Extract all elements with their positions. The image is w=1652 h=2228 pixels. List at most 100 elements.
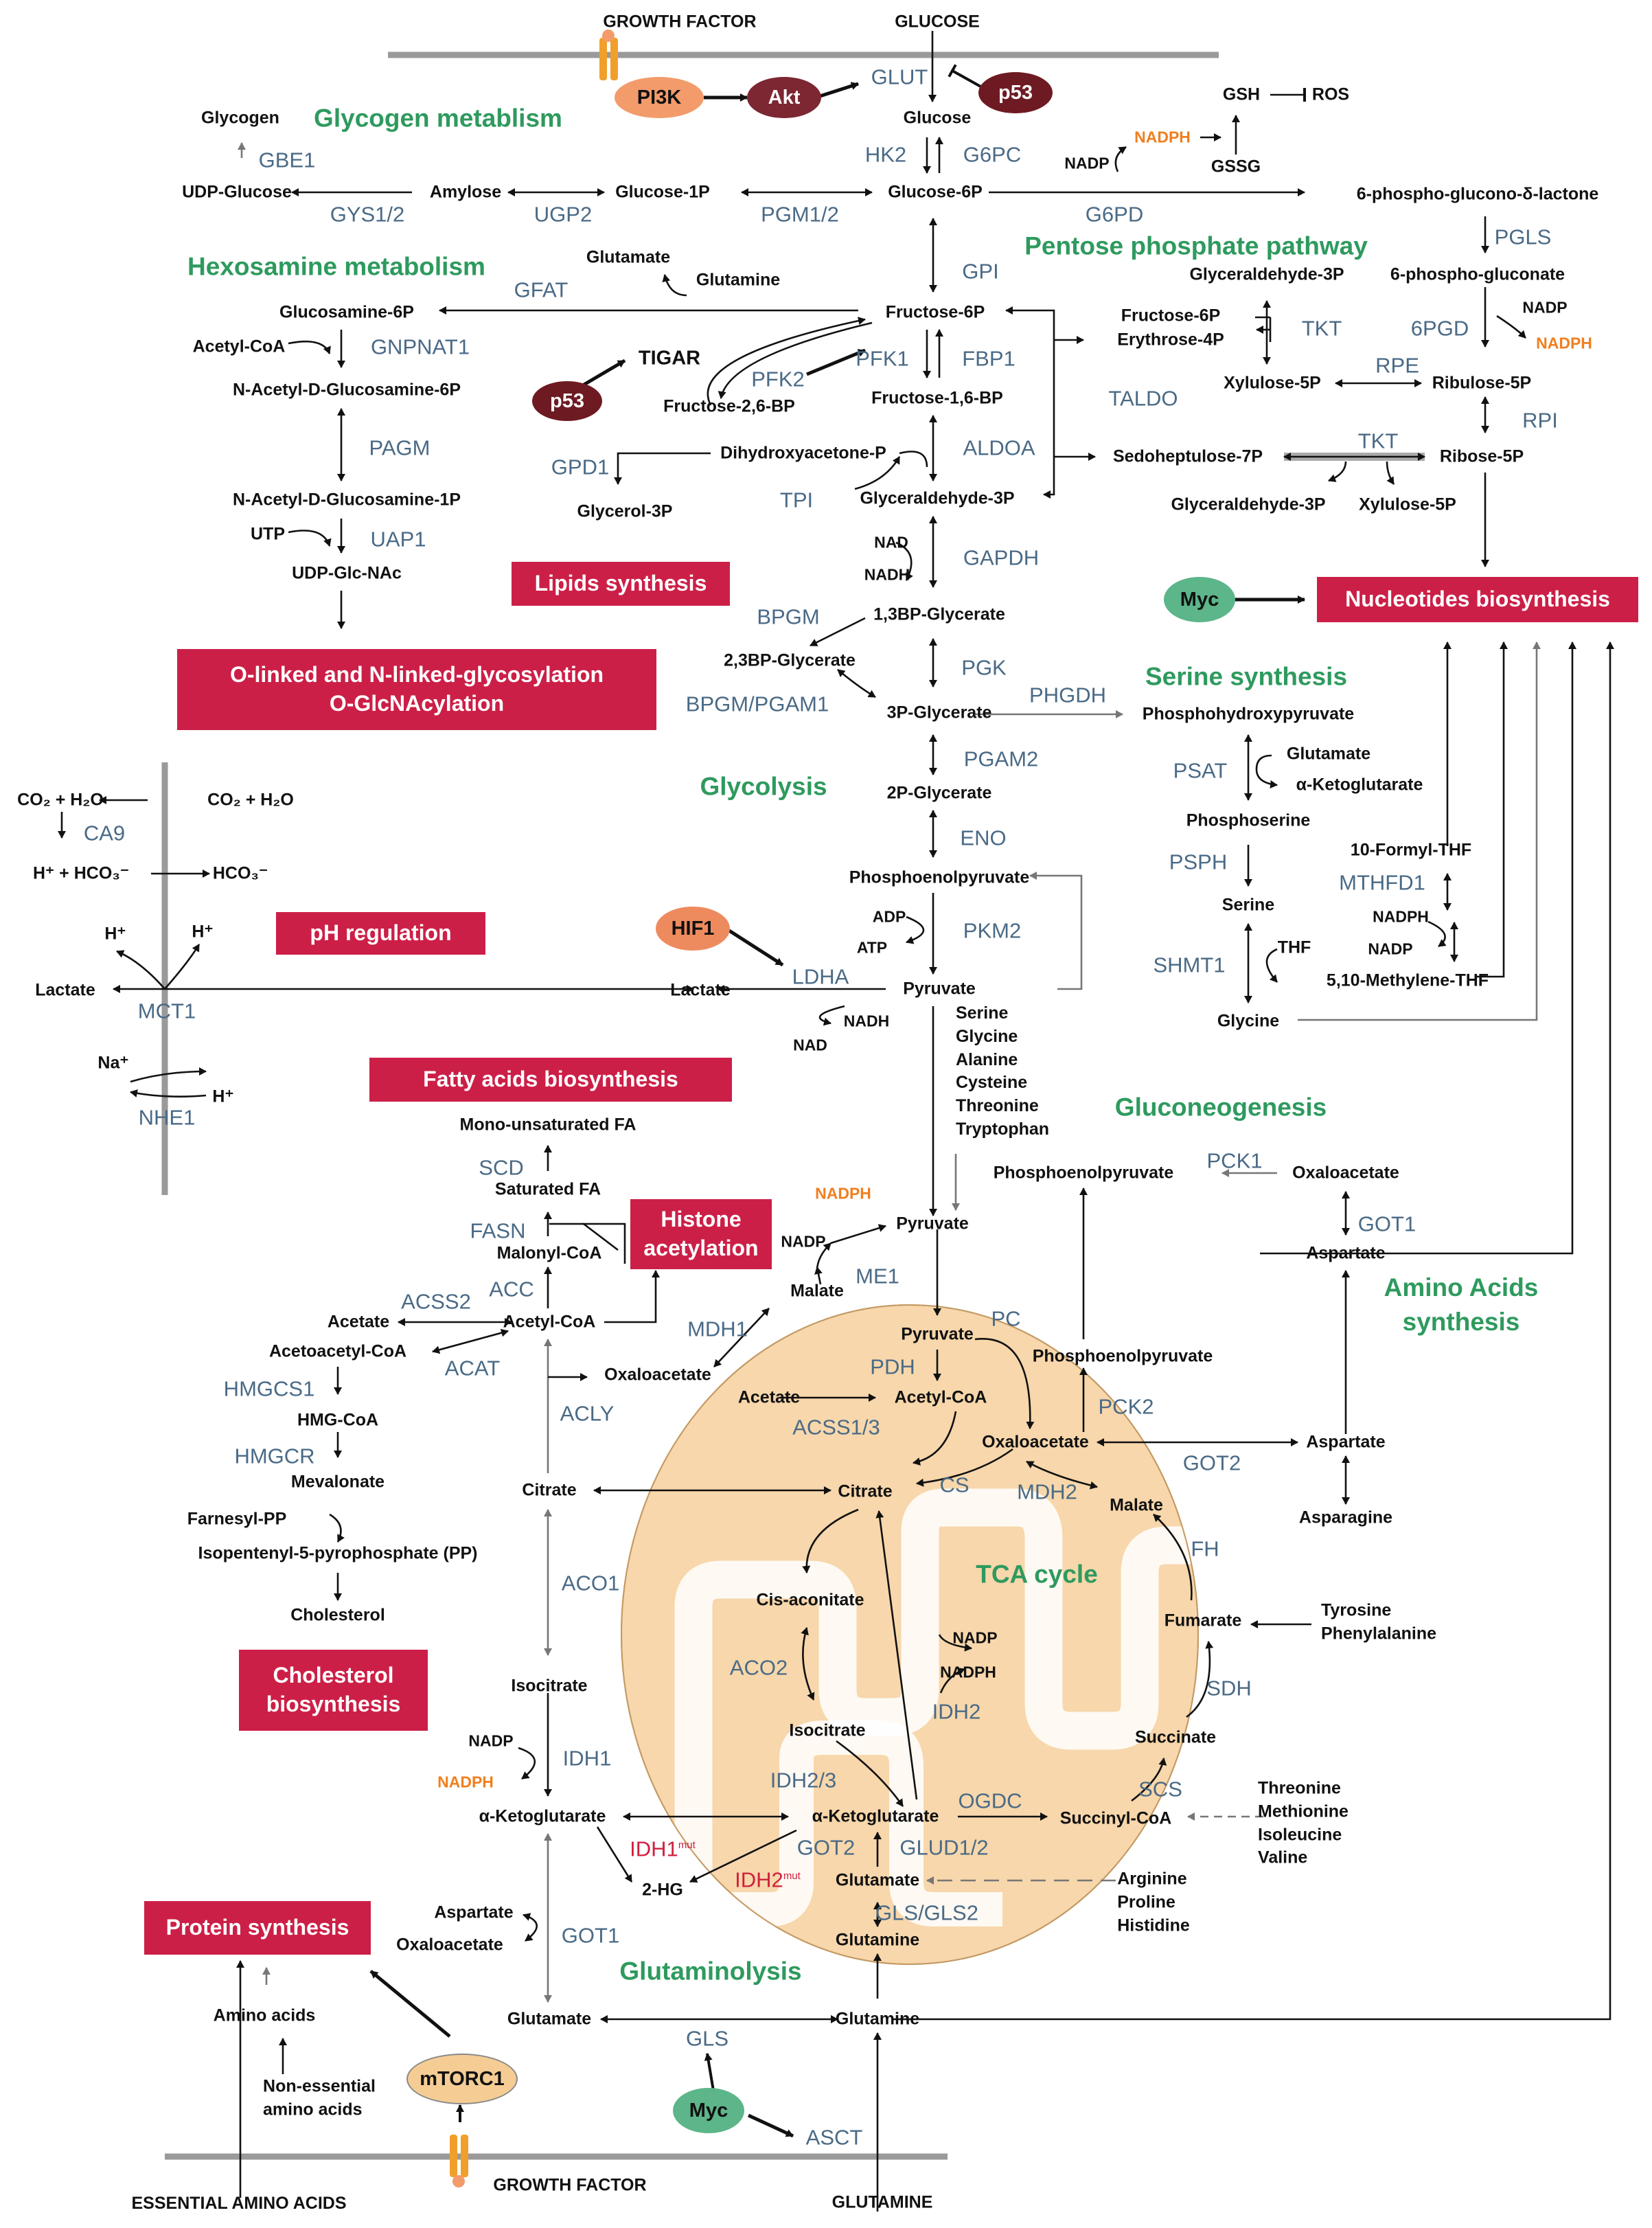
- enzyme-acss2: ACSS2: [401, 1289, 471, 1314]
- enzyme-idh2-mutant: IDH2mut: [735, 1867, 801, 1892]
- glutamine-extracellular-label: GLUTAMINE: [831, 2192, 933, 2212]
- metabolite-hmg-coa: HMG-CoA: [297, 1410, 379, 1430]
- enzyme-pkm2: PKM2: [963, 918, 1022, 943]
- enzyme-gpd1: GPD1: [551, 455, 610, 479]
- p53-top-node: p53: [978, 72, 1053, 113]
- metabolite-cholesterol: Cholesterol: [290, 1605, 385, 1625]
- metabolite-pyruvate: Pyruvate: [903, 979, 976, 999]
- enzyme-asct: ASCT: [805, 2125, 863, 2150]
- metabolite-acetyl-coa-cyto: Acetyl-CoA: [503, 1312, 596, 1332]
- enzyme-acss13: ACSS1/3: [792, 1415, 880, 1440]
- metabolite-fructose-26bp: Fructose-2,6-BP: [663, 396, 795, 416]
- mitochondrion-cristae-lower: [700, 1720, 1002, 1926]
- metabolite-saturated-fa: Saturated FA: [494, 1179, 601, 1199]
- enzyme-tpi: TPI: [779, 488, 814, 512]
- enzyme-nhe1: NHE1: [138, 1105, 196, 1130]
- receptor-bottom: [450, 2135, 468, 2187]
- metabolite-isopentenyl-pp: Isopentenyl-5-pyrophosphate (PP): [198, 1543, 478, 1563]
- metabolite-pep: Phosphoenolpyruvate: [849, 867, 1030, 887]
- enzyme-mdh2: MDH2: [1017, 1479, 1077, 1504]
- cofactor-nadp-idh2: NADP: [952, 1628, 998, 1647]
- enzyme-got2-bottom: GOT2: [796, 1835, 856, 1860]
- box-protein-synthesis: Protein synthesis: [144, 1901, 371, 1955]
- metabolite-fructose-6p: Fructose-6P: [885, 302, 985, 322]
- cofactor-nadp-g6pd: NADP: [1064, 154, 1110, 172]
- metabolite-glycogen: Glycogen: [201, 108, 279, 128]
- metabolite-sedoheptulose-7p: Sedoheptulose-7P: [1112, 446, 1263, 466]
- enzyme-acat: ACAT: [444, 1356, 501, 1380]
- cofactor-nad-ldha: NAD: [793, 1036, 827, 1054]
- enzyme-6pgd: 6PGD: [1410, 316, 1469, 341]
- metabolite-thf: THF: [1277, 937, 1311, 957]
- metabolite-amino-acids: Amino acids: [213, 2005, 316, 2025]
- enzyme-mct1: MCT1: [137, 999, 196, 1023]
- metabolite-glycine: Glycine: [1217, 1011, 1280, 1031]
- metabolite-xylulose-5p: Xylulose-5P: [1224, 373, 1321, 393]
- cofactor-nadph-shmt: NADPH: [1373, 907, 1429, 926]
- metabolite-acetoacetyl-coa: Acetoacetyl-CoA: [268, 1341, 407, 1361]
- metabolite-glutamate-mito: Glutamate: [835, 1870, 920, 1890]
- metabolite-glucose: Glucose: [903, 108, 972, 128]
- essential-amino-acids-label: ESSENTIAL AMINO ACIDS: [131, 2193, 347, 2213]
- enzyme-shmt1: SHMT1: [1153, 953, 1226, 977]
- metabolite-farnesyl-pp: Farnesyl-PP: [187, 1509, 287, 1529]
- metabolite-h-hco3: H⁺ + HCO₃⁻: [32, 863, 130, 883]
- metabolite-fumarate: Fumarate: [1164, 1611, 1242, 1630]
- metabolite-oxaloacetate-mito: Oxaloacetate: [982, 1432, 1089, 1452]
- metabolite-citrate-cyto: Citrate: [522, 1480, 577, 1500]
- metabolite-oxaloacetate-got1: Oxaloacetate: [396, 1935, 503, 1955]
- metabolite-succinate: Succinate: [1134, 1727, 1217, 1747]
- growth-factor-top-label: GROWTH FACTOR: [603, 12, 757, 32]
- cofactor-nadph-6pgd: NADPH: [1536, 334, 1592, 352]
- enzyme-aldoa: ALDOA: [963, 435, 1035, 460]
- metabolite-glutamine-gfat: Glutamine: [696, 270, 781, 290]
- cofactor-nadph-g6pd: NADPH: [1134, 128, 1191, 146]
- pi3k-node: PI3K: [615, 77, 704, 118]
- enzyme-pdh: PDH: [870, 1354, 915, 1379]
- metabolite-formyl-thf: 10-Formyl-THF: [1350, 840, 1472, 860]
- metabolite-fructose-16bp: Fructose-1,6-BP: [871, 388, 1003, 408]
- box-ph-regulation: pH regulation: [276, 912, 485, 955]
- enzyme-pgam2: PGAM2: [963, 747, 1039, 771]
- cofactor-nadph-idh2: NADPH: [940, 1663, 996, 1681]
- enzyme-gfat: GFAT: [514, 277, 569, 302]
- myc-glutamine-node: Myc: [673, 2088, 744, 2133]
- metabolite-aspartate-mito: Aspartate: [1306, 1432, 1386, 1452]
- metabolite-glutamate-cyto: Glutamate: [507, 2009, 592, 2029]
- enzyme-psat: PSAT: [1173, 758, 1228, 783]
- metabolite-phosphogluconate: 6-phospho-gluconate: [1390, 264, 1565, 284]
- enzyme-tkt1: TKT: [1301, 316, 1342, 341]
- metabolite-phosphoglucono-lactone: 6-phospho-glucono-δ-lactone: [1356, 184, 1599, 204]
- enzyme-hmgcs1: HMGCS1: [223, 1376, 315, 1401]
- metabolite-phosphoserine: Phosphoserine: [1186, 810, 1311, 830]
- cofactor-nadph-me1: NADPH: [815, 1184, 871, 1203]
- metabolite-glutamate-gfat: Glutamate: [586, 247, 671, 267]
- metabolite-glycerol-3p: Glycerol-3P: [577, 501, 673, 521]
- mitochondrion-rim: [621, 1304, 1199, 1965]
- metabolite-amylose: Amylose: [429, 182, 502, 202]
- metabolite-akg-mito: α-Ketoglutarate: [812, 1806, 939, 1826]
- glucose-extracellular-label: GLUCOSE: [895, 12, 980, 32]
- enzyme-sdh: SDH: [1206, 1676, 1252, 1701]
- cofactor-nadph-idh1: NADPH: [437, 1773, 494, 1791]
- metabolite-malate-mito: Malate: [1110, 1495, 1163, 1515]
- enzyme-pagm: PAGM: [369, 435, 431, 460]
- enzyme-hk2: HK2: [864, 142, 907, 167]
- tigar-label: TIGAR: [638, 347, 701, 370]
- enzyme-taldo: TALDO: [1108, 386, 1178, 411]
- enzyme-fh: FH: [1191, 1536, 1219, 1561]
- metabolite-lactate-cyto: Lactate: [670, 980, 731, 1000]
- metabolite-gssg: GSSG: [1211, 157, 1261, 177]
- section-hexosamine: Hexosamine metabolism: [187, 252, 485, 281]
- mitochondrion-cristae: [674, 1488, 1198, 1968]
- metabolite-methylene-thf: 5,10-Methylene-THF: [1326, 970, 1489, 990]
- cofactor-nadp-me1: NADP: [781, 1232, 826, 1251]
- metabolite-pyruvate-cyto2: Pyruvate: [896, 1214, 969, 1234]
- enzyme-bpgm-pgam1: BPGM/PGAM1: [685, 692, 829, 716]
- metabolite-isocitrate-cyto: Isocitrate: [511, 1676, 588, 1696]
- metabolite-citrate-mito: Citrate: [838, 1481, 893, 1501]
